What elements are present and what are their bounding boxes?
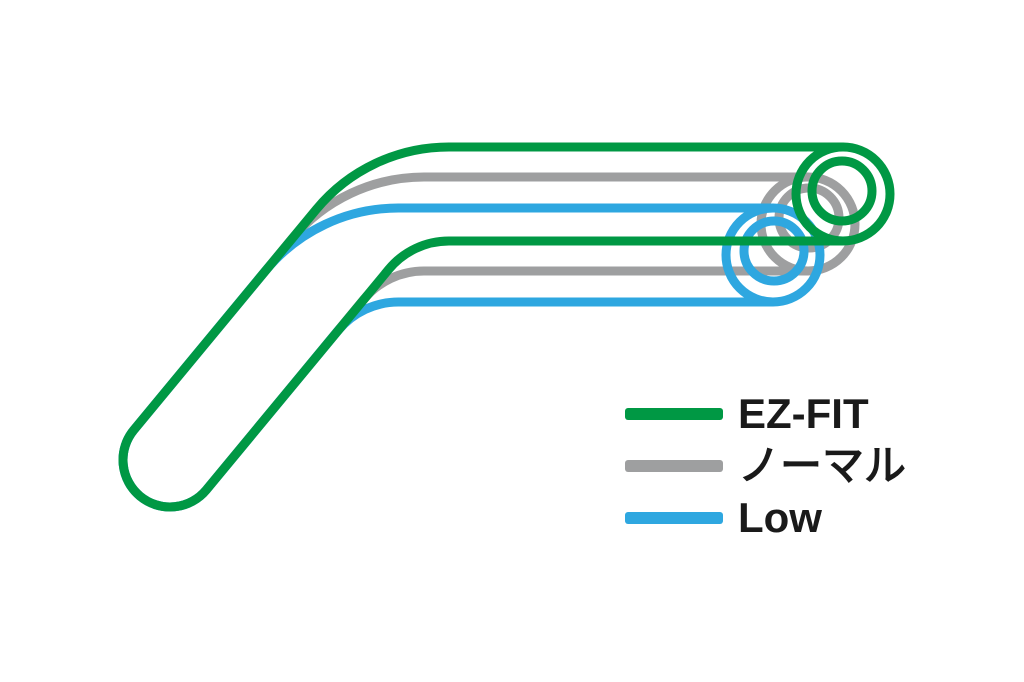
legend: EZ-FIT ノーマル Low [625, 393, 906, 539]
legend-row-ezfit: EZ-FIT [625, 393, 906, 435]
low-end-ring [739, 216, 809, 286]
legend-row-low: Low [625, 497, 906, 539]
normal-legend-label: ノーマル [738, 442, 907, 489]
ezfit-tube-outline [118, 142, 843, 512]
ezfit-handlebar [118, 142, 895, 512]
normal-color-swatch [625, 460, 723, 472]
legend-row-normal: ノーマル [625, 445, 906, 487]
low-color-swatch [625, 512, 723, 524]
ezfit-end-ring [807, 156, 877, 226]
low-end-cap [721, 203, 825, 307]
ezfit-color-swatch [625, 408, 723, 420]
low-legend-label: Low [738, 494, 822, 541]
ezfit-legend-label: EZ-FIT [738, 390, 869, 437]
ezfit-end-cap [791, 142, 895, 246]
